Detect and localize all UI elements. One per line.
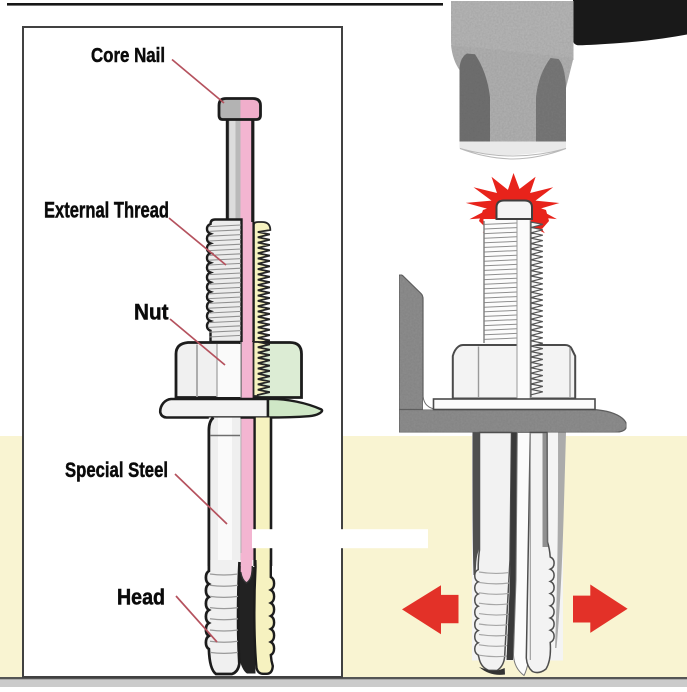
svg-text:Core Nail: Core Nail [91, 44, 165, 67]
svg-text:Nut: Nut [134, 300, 169, 325]
svg-text:Head: Head [117, 585, 165, 610]
svg-text:Special Steel: Special Steel [65, 458, 168, 482]
svg-text:External Thread: External Thread [44, 198, 169, 223]
